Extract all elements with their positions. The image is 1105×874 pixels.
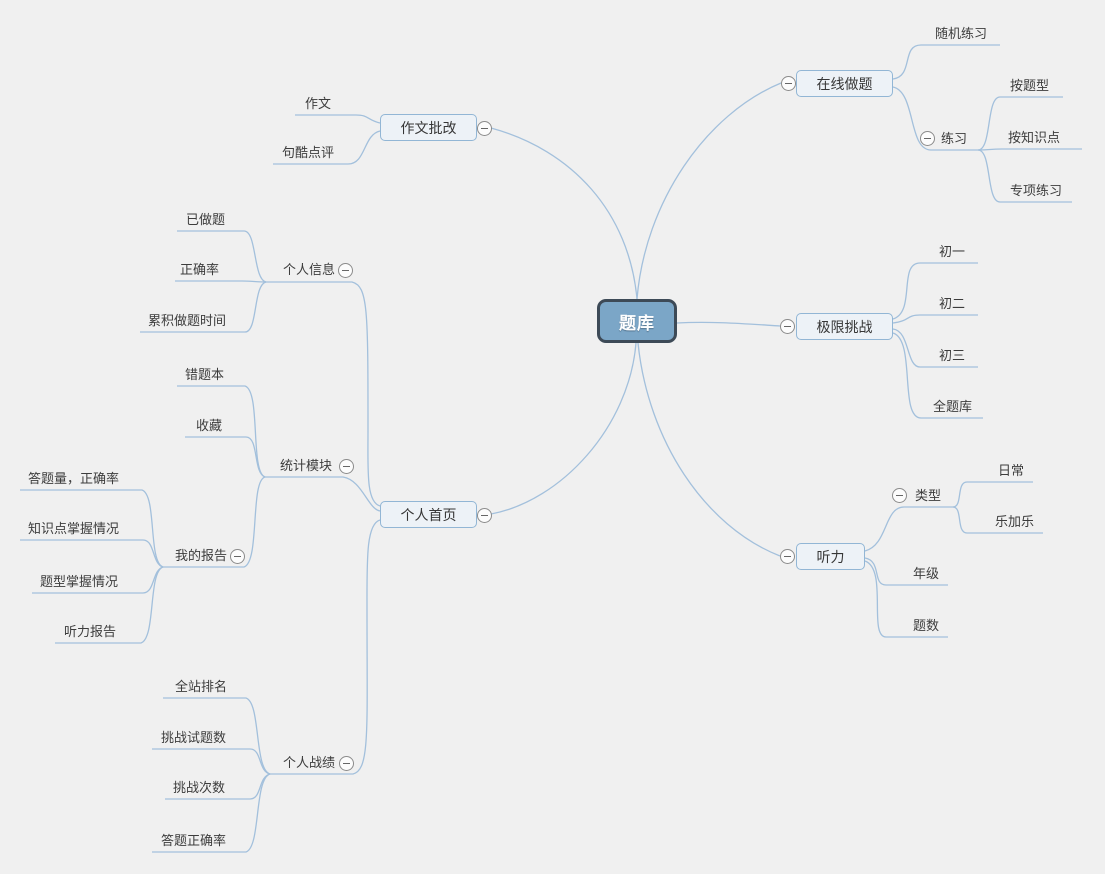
leaf-favorites[interactable]: 收藏 xyxy=(196,418,223,433)
leaf-listening-report[interactable]: 听力报告 xyxy=(64,624,117,639)
collapse-button-statistics-module[interactable] xyxy=(339,459,354,474)
topic-listening[interactable]: 听力 xyxy=(796,543,865,570)
subtopic-type[interactable]: 类型 xyxy=(915,488,942,503)
collapse-button-personal-record[interactable] xyxy=(339,756,354,771)
leaf-question-count[interactable]: 题数 xyxy=(913,618,940,633)
listening-connectors xyxy=(864,481,1043,638)
leaf-lejiale[interactable]: 乐加乐 xyxy=(995,514,1035,529)
leaf-question-type-mastery[interactable]: 题型掌握情况 xyxy=(40,574,119,589)
collapse-button-online-practice[interactable] xyxy=(781,76,796,91)
subtopic-my-report[interactable]: 我的报告 xyxy=(175,548,228,563)
subtopic-personal-record[interactable]: 个人战绩 xyxy=(283,755,336,770)
leaf-essay[interactable]: 作文 xyxy=(305,96,332,111)
subtopic-personal-info[interactable]: 个人信息 xyxy=(283,262,336,277)
collapse-button-listening[interactable] xyxy=(780,549,795,564)
subtopic-practice[interactable]: 练习 xyxy=(941,131,968,146)
minus-icon xyxy=(896,495,903,496)
leaf-grade-8[interactable]: 初二 xyxy=(939,296,966,311)
collapse-button-personal-homepage[interactable] xyxy=(477,508,492,523)
leaf-accuracy-rate[interactable]: 正确率 xyxy=(180,262,220,277)
minus-icon xyxy=(343,763,350,764)
essay-correction-connectors xyxy=(273,114,381,165)
minus-icon xyxy=(784,556,791,557)
minus-icon xyxy=(481,515,488,516)
topic-online-practice[interactable]: 在线做题 xyxy=(796,70,893,97)
minus-icon xyxy=(785,83,792,84)
leaf-by-question-type[interactable]: 按题型 xyxy=(1010,78,1050,93)
leaf-wrong-question-book[interactable]: 错题本 xyxy=(185,367,225,382)
collapse-button-my-report[interactable] xyxy=(230,549,245,564)
collapse-button-essay-correction[interactable] xyxy=(477,121,492,136)
leaf-daily[interactable]: 日常 xyxy=(998,463,1025,478)
leaf-challenge-times[interactable]: 挑战次数 xyxy=(173,780,226,795)
collapse-button-personal-info[interactable] xyxy=(338,263,353,278)
leaf-grade-7[interactable]: 初一 xyxy=(939,244,966,259)
leaf-grade-9[interactable]: 初三 xyxy=(939,348,966,363)
minus-icon xyxy=(924,138,931,139)
minus-icon xyxy=(234,556,241,557)
collapse-button-extreme-challenge[interactable] xyxy=(780,319,795,334)
leaf-answer-volume-accuracy[interactable]: 答题量，正确率 xyxy=(28,471,120,486)
leaf-random-practice[interactable]: 随机练习 xyxy=(935,26,988,41)
topic-extreme-challenge[interactable]: 极限挑战 xyxy=(796,313,893,340)
root-topic-question-bank[interactable]: 题库 xyxy=(597,299,677,343)
leaf-questions-done[interactable]: 已做题 xyxy=(186,212,226,227)
minus-icon xyxy=(481,128,488,129)
leaf-juku-review[interactable]: 句酷点评 xyxy=(282,145,335,160)
personal-homepage-connectors xyxy=(20,230,381,853)
leaf-site-ranking[interactable]: 全站排名 xyxy=(175,679,228,694)
topic-essay-correction[interactable]: 作文批改 xyxy=(380,114,477,141)
collapse-button-type[interactable] xyxy=(892,488,907,503)
minus-icon xyxy=(342,270,349,271)
leaf-special-practice[interactable]: 专项练习 xyxy=(1010,183,1063,198)
leaf-by-knowledge-point[interactable]: 按知识点 xyxy=(1008,130,1061,145)
leaf-knowledge-point-mastery[interactable]: 知识点掌握情况 xyxy=(28,521,120,536)
leaf-answer-accuracy[interactable]: 答题正确率 xyxy=(161,833,227,848)
subtopic-statistics-module[interactable]: 统计模块 xyxy=(280,458,333,473)
minus-icon xyxy=(343,466,350,467)
root-connectors xyxy=(490,82,782,557)
leaf-full-question-bank[interactable]: 全题库 xyxy=(933,399,973,414)
leaf-grade-level[interactable]: 年级 xyxy=(913,566,940,581)
minus-icon xyxy=(784,326,791,327)
leaf-accumulated-time[interactable]: 累积做题时间 xyxy=(148,313,227,328)
extreme-challenge-connectors xyxy=(892,262,983,419)
topic-personal-homepage[interactable]: 个人首页 xyxy=(380,501,477,528)
collapse-button-practice[interactable] xyxy=(920,131,935,146)
online-practice-connectors xyxy=(892,44,1082,203)
leaf-challenge-question-count[interactable]: 挑战试题数 xyxy=(161,730,227,745)
